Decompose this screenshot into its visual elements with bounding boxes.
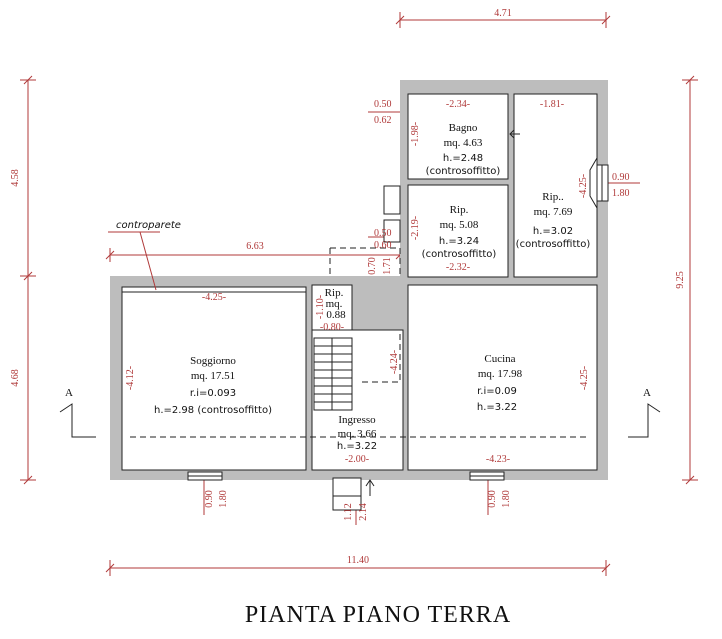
- staircase: [313, 247, 401, 411]
- dim-window-bl-090: 0.90: [204, 490, 215, 508]
- rip-big-area: mq. 7.69: [534, 206, 573, 218]
- soggiorno-ri: r.i=0.093: [190, 388, 236, 399]
- dim-rip-mid-height: -2.19-: [410, 216, 421, 240]
- rip-mid-name: Rip.: [450, 204, 469, 216]
- dim-wing-width: 6.63: [246, 241, 264, 252]
- dim-window-right-180: 1.80: [612, 188, 630, 199]
- dim-opening-171: 1.71: [382, 257, 393, 275]
- dim-soggiorno-width: -4.25-: [202, 292, 226, 303]
- dimension-lines: [20, 12, 698, 576]
- ingresso-height: h.=3.22: [337, 441, 377, 452]
- rip-mid-room: [407, 184, 509, 278]
- dim-cucina-width: -4.23-: [486, 454, 510, 465]
- section-line: [59, 231, 661, 438]
- dim-rip-small-height: -1.10-: [315, 295, 326, 319]
- dim-bagno-height: -1.98-: [410, 122, 421, 146]
- soggiorno-area: mq. 17.51: [191, 370, 235, 382]
- dim-window-bl-180: 1.80: [218, 490, 229, 508]
- rip-big-note: (controsoffitto): [516, 239, 591, 250]
- dim-corridor-height: -4.24-: [389, 350, 400, 374]
- rip-small-area-value: 0.88: [326, 309, 346, 321]
- rip-big-height: h.=3.02: [533, 226, 573, 237]
- dim-cucina-height: -4.25-: [579, 366, 590, 390]
- dim-entry-214: 2.14: [358, 503, 369, 521]
- rip-big-room: [513, 93, 598, 278]
- cucina-ri: r.i=0.09: [477, 386, 517, 397]
- section-label-right: A: [643, 387, 651, 399]
- bagno-area: mq. 4.63: [444, 137, 483, 149]
- controparete-label: controparete: [116, 220, 181, 231]
- dim-rip-top-width: -1.81-: [540, 99, 564, 110]
- rip-small-name: Rip.: [325, 287, 344, 299]
- dim-opening-070: 0.70: [367, 257, 378, 275]
- bagno-height: h.=2.48: [443, 153, 483, 164]
- ingresso-name: Ingresso: [338, 414, 376, 426]
- rip-small-room: [311, 284, 353, 331]
- dim-entry-112: 1.12: [343, 503, 354, 521]
- soggiorno-height: h.=2.98 (controsoffitto): [154, 405, 272, 416]
- walls: [110, 80, 608, 480]
- dim-bottom-width: 11.40: [347, 555, 369, 566]
- dim-opening-060: 0.60: [374, 240, 392, 251]
- rip-mid-height: h.=3.24: [439, 236, 479, 247]
- rip-big-name: Rip..: [542, 191, 564, 203]
- soggiorno-name: Soggiorno: [190, 355, 236, 367]
- rip-small-area-label: mq.: [326, 298, 343, 310]
- section-label-left: A: [65, 387, 73, 399]
- dim-opening-050-b: 0.50: [374, 228, 392, 239]
- cucina-room: [407, 284, 598, 471]
- dim-rip-mid-width: -2.32-: [446, 262, 470, 273]
- dim-right-total: 9.25: [675, 271, 686, 289]
- rip-mid-area: mq. 5.08: [440, 219, 479, 231]
- dim-opening-062: 0.62: [374, 115, 392, 126]
- cucina-area: mq. 17.98: [478, 368, 523, 380]
- dim-bagno-width: -2.34-: [446, 99, 470, 110]
- dim-rip-small-width: -0.80-: [320, 322, 344, 333]
- dim-soggiorno-height: -4.12-: [125, 366, 136, 390]
- dim-left-upper: 4.58: [10, 169, 21, 187]
- ingresso-area: mq. 3.66: [338, 428, 377, 440]
- dim-rip-big-height: -4.25-: [578, 174, 589, 198]
- cucina-height: h.=3.22: [477, 402, 517, 413]
- dim-window-br-090: 0.90: [487, 490, 498, 508]
- dim-left-lower: 4.68: [10, 369, 21, 387]
- dim-window-br-180: 1.80: [501, 490, 512, 508]
- windows: [187, 129, 609, 511]
- bagno-name: Bagno: [449, 122, 478, 134]
- dim-top-width: 4.71: [494, 8, 512, 19]
- dim-ingresso-width: -2.00-: [345, 454, 369, 465]
- bagno-room: [407, 93, 509, 180]
- soggiorno-room: [121, 286, 307, 471]
- dim-window-right-090: 0.90: [612, 172, 630, 183]
- dim-opening-050-a: 0.50: [374, 99, 392, 110]
- ingresso-room: [311, 329, 404, 471]
- plan-title: PIANTA PIANO TERRA: [245, 602, 511, 628]
- cucina-name: Cucina: [484, 353, 515, 365]
- bagno-note: (controsoffitto): [426, 166, 501, 177]
- rip-mid-note: (controsoffitto): [422, 249, 497, 260]
